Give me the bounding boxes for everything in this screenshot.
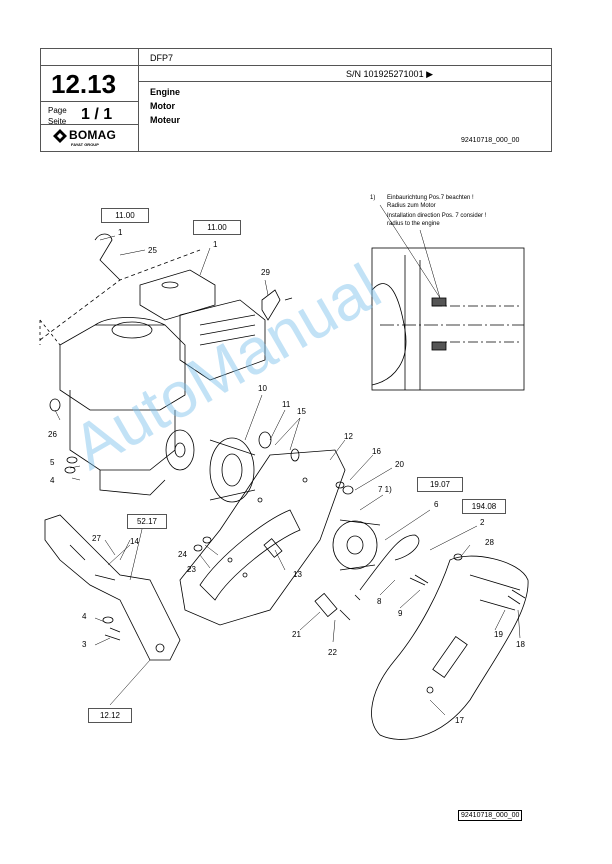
- callout-19: 19: [494, 630, 503, 639]
- callout-26: 26: [48, 430, 57, 439]
- page-label-en: Page: [48, 106, 67, 115]
- page-label: Page Seite: [48, 105, 67, 127]
- note-line: Installation direction Pos. 7 consider !: [387, 213, 487, 219]
- reference-box[interactable]: 19.07: [417, 477, 463, 492]
- callout-1: 1: [118, 228, 123, 237]
- note-number: 1): [370, 195, 376, 201]
- header-block: 12.13 Page Seite 1 / 1 BOMAG FAYAT GROUP…: [40, 48, 552, 152]
- page-label-de: Seite: [48, 117, 67, 126]
- reference-box[interactable]: 12.12: [88, 708, 132, 723]
- bomag-logo-icon: [53, 129, 67, 143]
- title-english: Engine: [150, 87, 181, 97]
- reference-box[interactable]: 52.17: [127, 514, 167, 529]
- callout-29: 29: [261, 268, 270, 277]
- mounting-frame: [44, 514, 181, 661]
- header-rule: [41, 124, 138, 125]
- callout-10: 10: [258, 384, 267, 393]
- clutch-pulley: [209, 431, 300, 503]
- chapter-number: 12.13: [51, 69, 117, 99]
- callout-6: 6: [434, 500, 439, 509]
- footer-document-id: 92410718_000_00: [458, 810, 523, 821]
- callout-11: 11: [282, 400, 291, 409]
- callout-28: 28: [485, 538, 494, 547]
- belt-pulley: [332, 519, 420, 601]
- document-reference: 92410718_000_00: [461, 137, 520, 144]
- reference-box[interactable]: 11.00: [193, 220, 241, 235]
- callout-12: 12: [344, 432, 353, 441]
- callout-13: 13: [293, 570, 302, 579]
- callout-25: 25: [148, 246, 157, 255]
- header-rule: [138, 65, 552, 66]
- serial-number: S/N 101925271001 ▶: [346, 69, 433, 79]
- callout-15: 15: [297, 407, 306, 416]
- callout-22: 22: [328, 648, 337, 657]
- callout-2: 2: [480, 518, 485, 527]
- callout-24: 24: [178, 550, 187, 559]
- brand-name: BOMAG: [69, 128, 116, 142]
- brand-subtitle: FAYAT GROUP: [71, 142, 99, 147]
- header-divider: [138, 49, 139, 152]
- page-number: 1 / 1: [81, 106, 113, 123]
- callout-18: 18: [516, 640, 525, 649]
- fasteners: [49, 233, 526, 641]
- title-french: Moteur: [150, 115, 180, 125]
- belt-guard: [371, 555, 529, 740]
- header-rule: [138, 81, 552, 82]
- leader-lines: [54, 235, 521, 716]
- installation-detail-inset: [371, 204, 525, 391]
- callout-4: 4: [50, 476, 55, 485]
- reference-box[interactable]: 11.00: [101, 208, 149, 223]
- callout-20: 20: [395, 460, 404, 469]
- note-line: Radius zum Motor: [387, 203, 436, 209]
- model-name: DFP7: [150, 53, 174, 63]
- header-rule: [41, 101, 138, 102]
- callout-8: 8: [377, 597, 382, 606]
- callout-14: 14: [130, 537, 139, 546]
- callout-9: 9: [398, 609, 403, 618]
- callout-1: 1: [213, 240, 218, 249]
- callout-23: 23: [187, 565, 196, 574]
- header-rule: [41, 65, 138, 66]
- title-german: Motor: [150, 101, 175, 111]
- callout-21: 21: [292, 630, 301, 639]
- callout-16: 16: [372, 447, 381, 456]
- callout-3: 3: [82, 640, 87, 649]
- callout-17: 17: [455, 716, 464, 725]
- note-line: radius to the engine: [387, 221, 440, 227]
- callout-5: 5: [50, 458, 55, 467]
- note-line: Einbaurichtung Pos.7 beachten !: [387, 195, 474, 201]
- reference-box[interactable]: 194.08: [462, 499, 506, 514]
- callout-27: 27: [92, 534, 101, 543]
- callout-7: 7 1): [378, 485, 392, 494]
- callout-4: 4: [82, 612, 87, 621]
